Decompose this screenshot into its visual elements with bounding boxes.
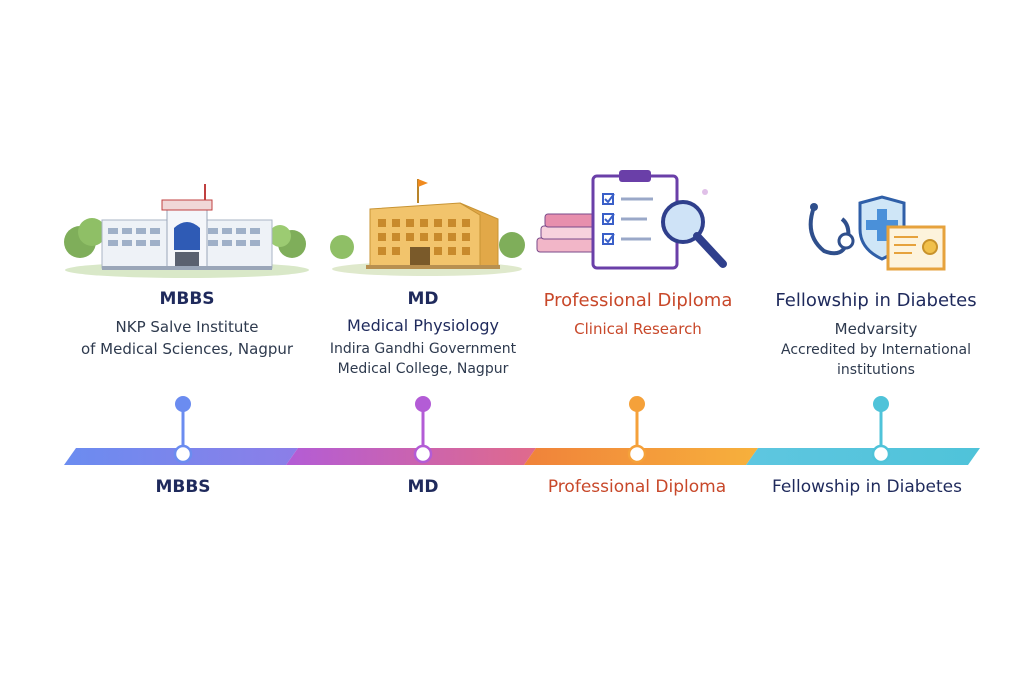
timeline-bar bbox=[64, 396, 980, 465]
timeline-label-md: MD bbox=[407, 477, 439, 497]
timeline-marker-diploma bbox=[627, 396, 647, 464]
stage-title: MD bbox=[407, 289, 439, 309]
stage-mbbs-details: MBBS NKP Salve Institute of Medical Scie… bbox=[62, 288, 312, 360]
hospital-building-icon bbox=[64, 184, 309, 278]
timeline-segment-fellowship bbox=[746, 448, 980, 465]
stage-line: NKP Salve Institute bbox=[115, 318, 259, 336]
timeline-label-fellowship: Fellowship in Diabetes bbox=[772, 477, 962, 497]
stage-title: Professional Diploma bbox=[543, 290, 733, 311]
stage-fellowship-details: Fellowship in Diabetes Medvarsity Accred… bbox=[760, 290, 992, 380]
stage-title: Fellowship in Diabetes bbox=[775, 290, 977, 311]
stage-line: of Medical Sciences, Nagpur bbox=[80, 340, 294, 358]
timeline-marker-md bbox=[413, 396, 433, 464]
timeline-label-diploma: Professional Diploma bbox=[547, 477, 727, 497]
stage-title: MBBS bbox=[159, 289, 215, 309]
stage-line: Accredited by International bbox=[781, 342, 971, 358]
stethoscope-certificate-icon bbox=[808, 195, 946, 271]
timeline-marker-fellowship bbox=[871, 396, 891, 464]
stage-line: Indira Gandhi Government bbox=[329, 341, 517, 357]
stage-line: Medvarsity bbox=[834, 320, 918, 338]
clipboard-research-icon bbox=[536, 170, 727, 270]
timeline-segment-md bbox=[286, 448, 536, 465]
stage-subtitle: Medical Physiology bbox=[346, 316, 500, 335]
stage-md-details: MD Medical Physiology Indira Gandhi Gove… bbox=[300, 288, 546, 379]
stage-line: institutions bbox=[837, 362, 915, 378]
timeline-marker-mbbs bbox=[173, 396, 193, 464]
stage-line: Clinical Research bbox=[574, 320, 702, 338]
stage-line: Medical College, Nagpur bbox=[337, 361, 509, 377]
stage-diploma-details: Professional Diploma Clinical Research bbox=[528, 290, 748, 340]
government-college-icon bbox=[330, 179, 525, 276]
timeline-label-mbbs: MBBS bbox=[155, 477, 211, 497]
